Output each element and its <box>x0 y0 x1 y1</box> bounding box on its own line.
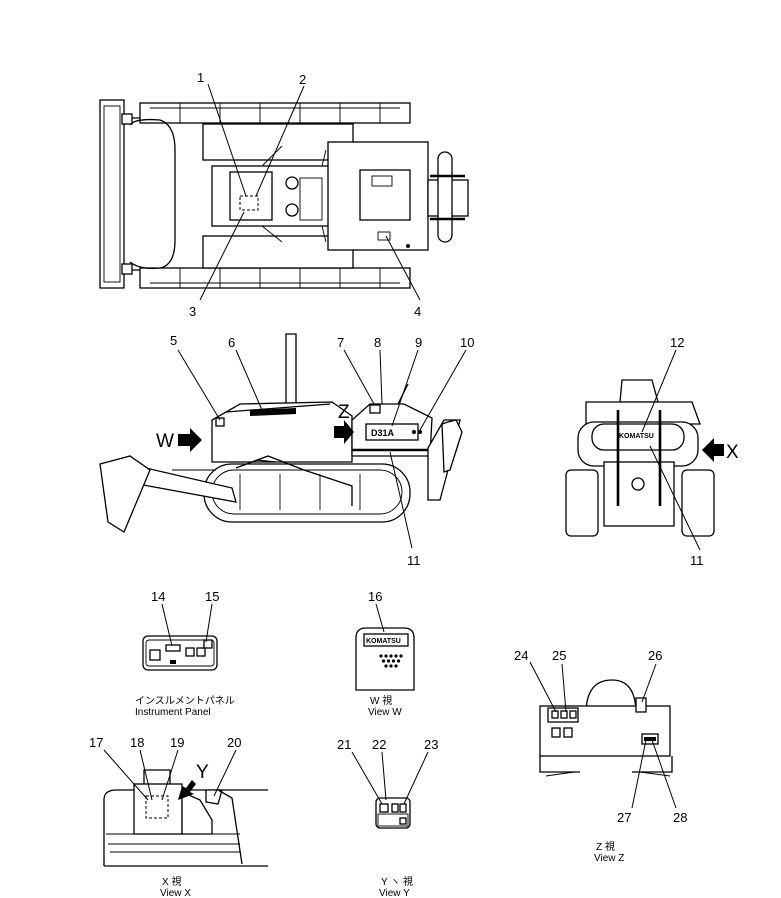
view-z-caption-jp: Z 視 <box>596 840 615 853</box>
callout-15: 15 <box>205 589 219 604</box>
callout-11-side: 11 <box>407 553 421 568</box>
view-w-leader <box>375 603 385 633</box>
callout-2: 2 <box>299 72 306 87</box>
callout-10: 10 <box>460 335 474 350</box>
view-z-leaders <box>529 661 677 809</box>
callout-18: 18 <box>130 735 144 750</box>
view-y-arrow <box>178 780 196 800</box>
instrument-panel-caption-jp: インスルメントパネル <box>135 695 235 707</box>
callout-28: 28 <box>673 810 687 825</box>
callout-3: 3 <box>189 304 196 319</box>
view-x-arrow <box>702 438 724 462</box>
callout-24: 24 <box>514 648 528 663</box>
callout-25: 25 <box>552 648 566 663</box>
view-y-drawing <box>375 797 411 829</box>
callout-20: 20 <box>227 735 241 750</box>
callout-22: 22 <box>372 737 386 752</box>
callout-7: 7 <box>337 335 344 350</box>
view-w-caption-jp: W 視 <box>370 694 392 707</box>
callout-1: 1 <box>197 70 204 85</box>
view-x-caption-en: View X <box>160 888 191 898</box>
callout-8: 8 <box>374 335 381 350</box>
view-w-marker: W <box>156 431 174 452</box>
callout-5: 5 <box>170 333 177 348</box>
view-y-caption-en: View Y <box>379 888 410 898</box>
side-view-leaders <box>177 349 467 549</box>
view-w-drawing: KOMATSU <box>355 627 415 691</box>
callout-19: 19 <box>170 735 184 750</box>
view-w-arrow <box>178 428 202 452</box>
top-view-drawing <box>99 99 469 289</box>
front-brand-decal: KOMATSU <box>366 638 401 645</box>
view-x-drawing <box>103 769 268 867</box>
callout-17: 17 <box>89 735 103 750</box>
callout-11-rear: 11 <box>690 553 704 568</box>
callout-26: 26 <box>648 648 662 663</box>
callout-23: 23 <box>424 737 438 752</box>
rear-view-drawing: KOMATSU <box>565 379 715 537</box>
instrument-panel-caption-en: Instrument Panel <box>135 707 211 718</box>
view-z-arrow <box>334 420 354 444</box>
view-y-marker: Y <box>196 762 209 783</box>
callout-9: 9 <box>415 335 422 350</box>
view-y-leaders <box>351 751 429 805</box>
view-y-caption-jp: Y ヽ 視 <box>381 875 413 888</box>
top-view-leaders <box>199 83 421 301</box>
instrument-panel-leaders <box>161 603 213 647</box>
callout-27: 27 <box>617 810 631 825</box>
rear-view-leaders <box>641 349 701 551</box>
view-x-marker: X <box>726 442 739 463</box>
side-view-drawing: D31A <box>99 333 463 533</box>
rear-brand-decal: KOMATSU <box>619 433 654 440</box>
model-plate-decal: D31A <box>371 428 395 438</box>
callout-4: 4 <box>414 304 421 319</box>
instrument-panel-drawing <box>142 635 218 671</box>
view-z-drawing <box>539 679 673 777</box>
view-x-caption-jp: X 視 <box>162 875 181 888</box>
view-w-caption-en: View W <box>368 707 402 718</box>
callout-21: 21 <box>337 737 351 752</box>
callout-12: 12 <box>670 335 684 350</box>
callout-6: 6 <box>228 335 235 350</box>
view-x-leaders <box>103 749 237 801</box>
view-z-marker: Z <box>338 402 350 423</box>
callout-14: 14 <box>151 589 165 604</box>
callout-16: 16 <box>368 589 382 604</box>
view-z-caption-en: View Z <box>594 853 624 864</box>
